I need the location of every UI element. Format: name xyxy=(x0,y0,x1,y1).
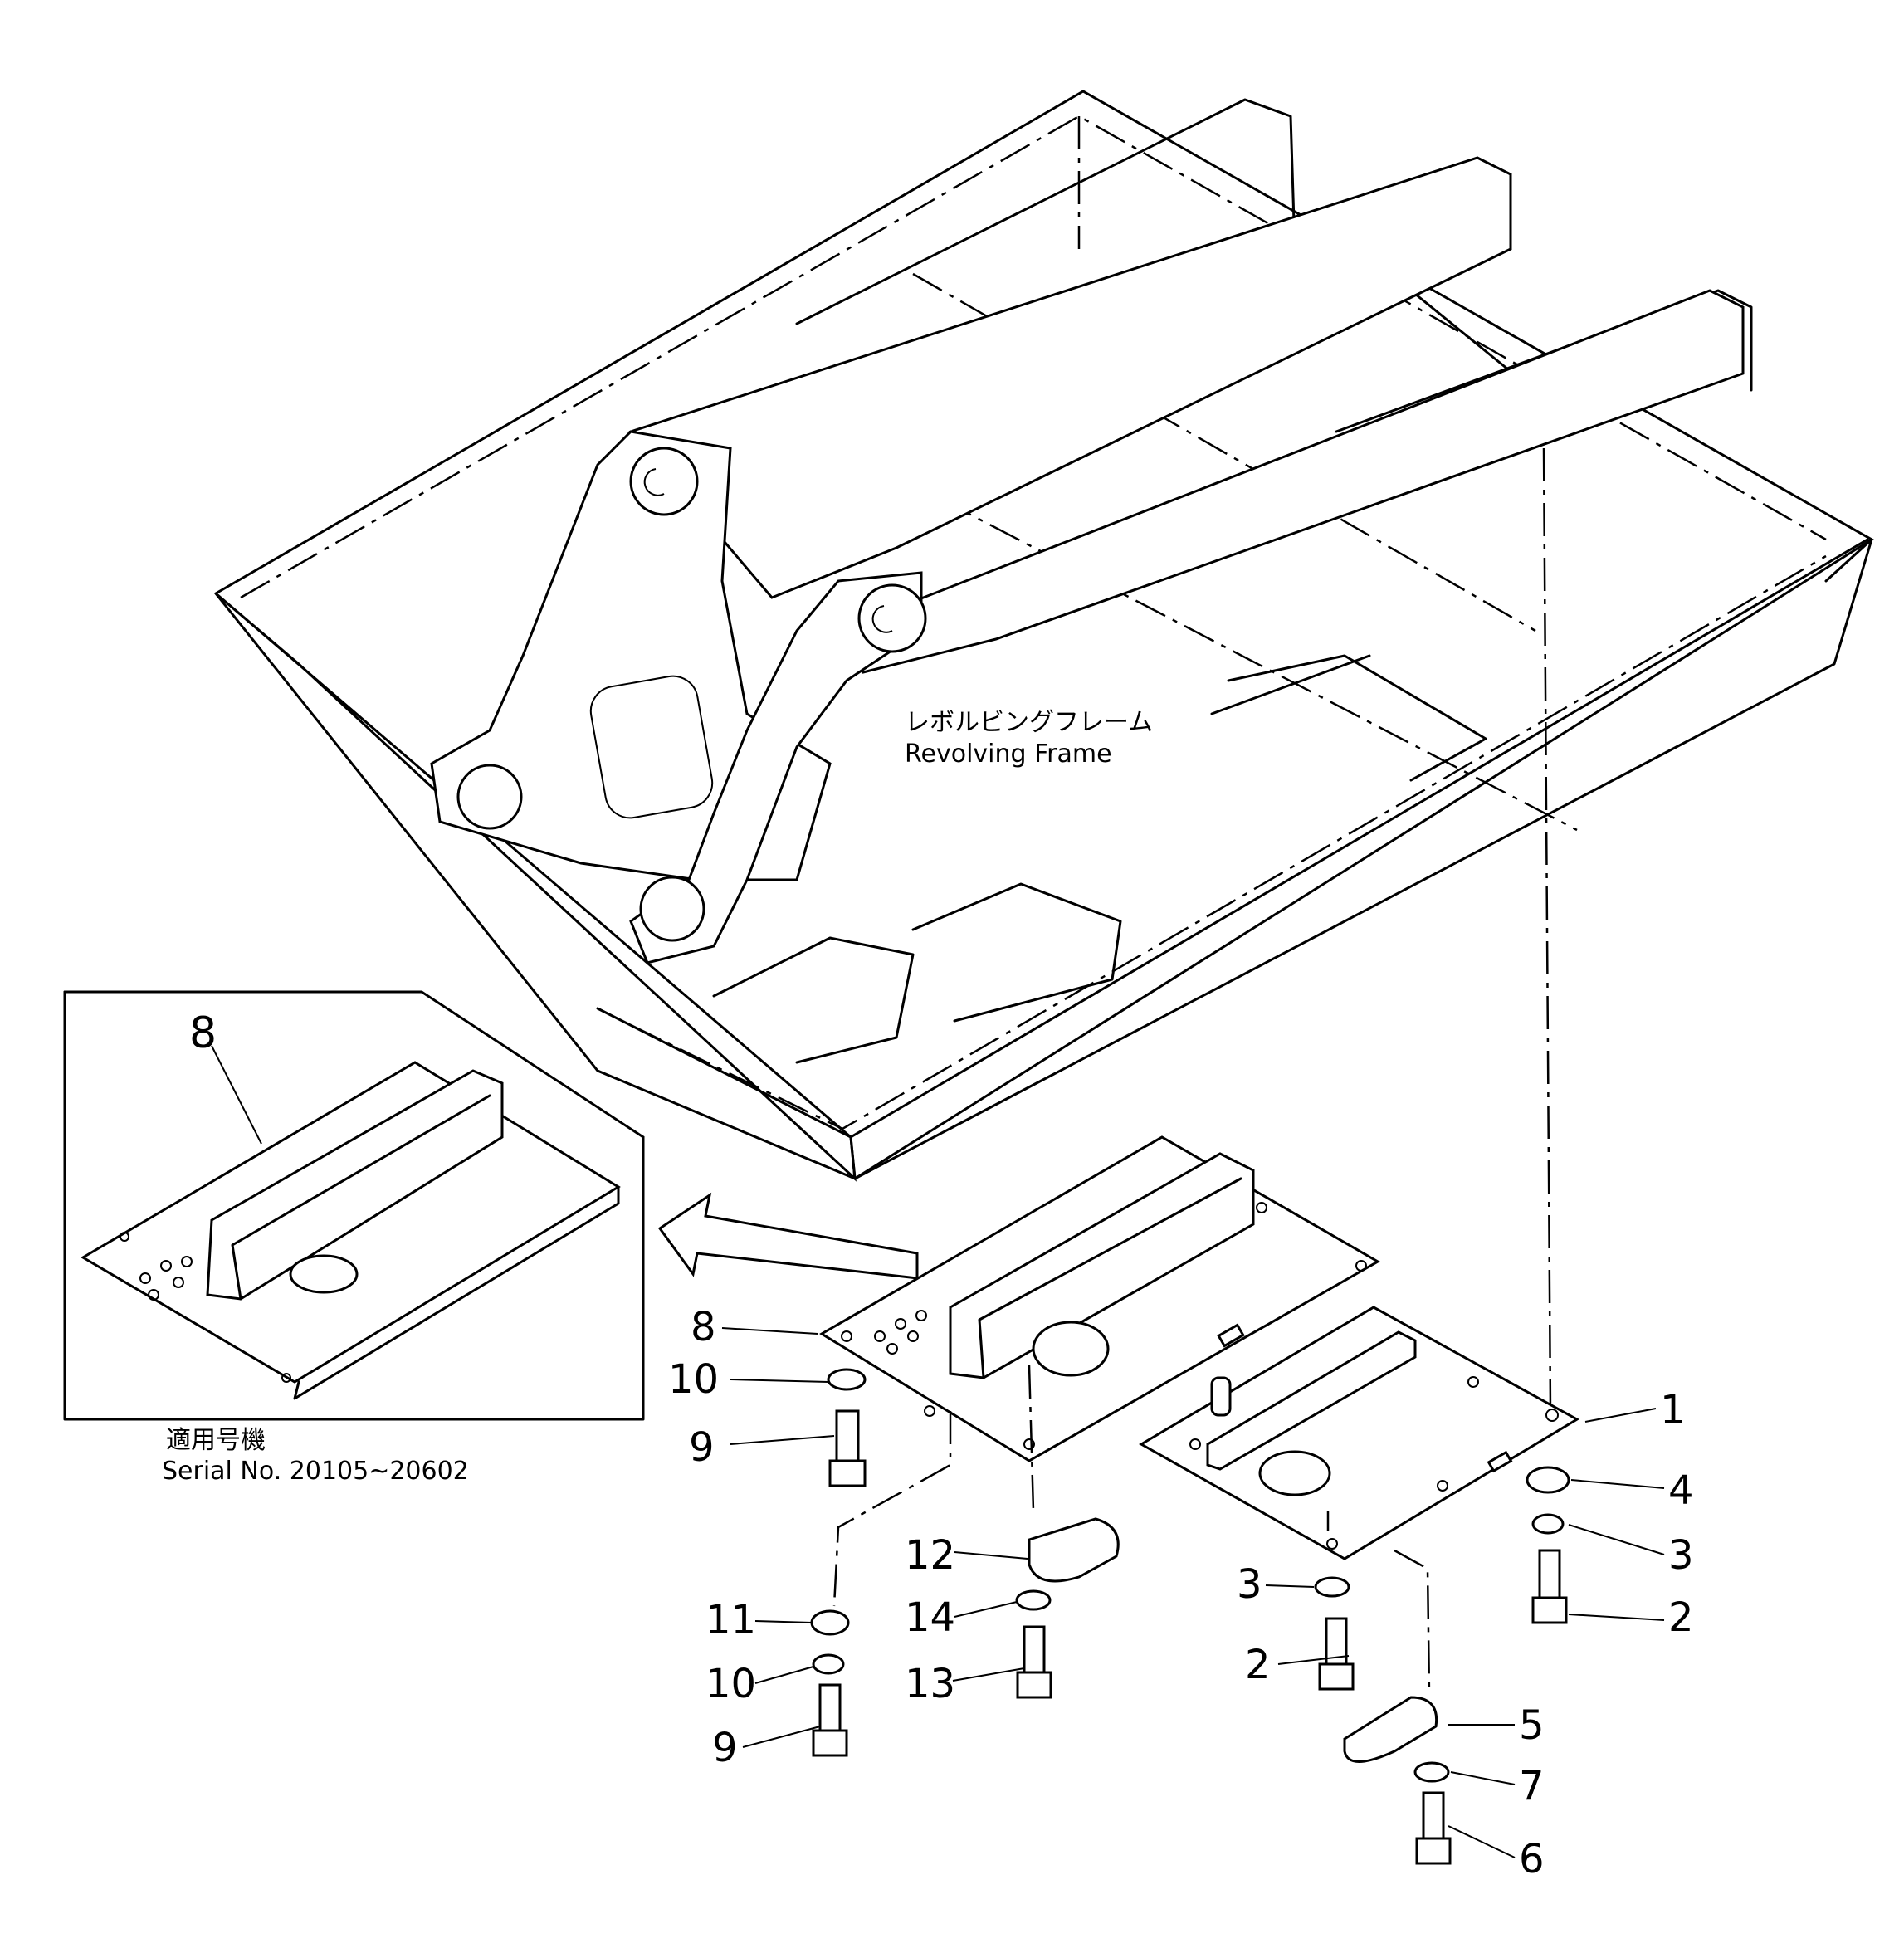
callout-numbers: 1 2 3 4 2 3 5 7 6 8 10 9 12 14 13 11 10 … xyxy=(668,1304,1694,1882)
revolving-frame xyxy=(213,90,1874,1182)
frame-label-en: Revolving Frame xyxy=(905,740,1112,769)
callout-1: 1 xyxy=(1660,1387,1686,1433)
callout-12: 12 xyxy=(905,1532,955,1579)
cover-5 xyxy=(1343,1696,1438,1763)
callout-5: 5 xyxy=(1519,1702,1545,1749)
callout-10-upper: 10 xyxy=(668,1356,719,1403)
callout-6: 6 xyxy=(1519,1836,1545,1882)
callout-10-lower: 10 xyxy=(705,1661,756,1707)
callout-8: 8 xyxy=(691,1304,716,1350)
inset-callout-8: 8 xyxy=(189,1008,217,1058)
inset-serial: Serial No. 20105~20602 xyxy=(162,1457,469,1486)
callout-11: 11 xyxy=(705,1597,756,1643)
callout-leaders xyxy=(721,1327,1665,1858)
cover-12 xyxy=(1028,1517,1120,1583)
callout-3-mid: 3 xyxy=(1237,1561,1262,1608)
callout-14: 14 xyxy=(905,1594,955,1641)
leader-frame-to-plate xyxy=(1542,447,1552,1412)
callout-3-right: 3 xyxy=(1668,1532,1694,1579)
inset-label-jp: 適用号機 xyxy=(166,1426,266,1455)
callout-4: 4 xyxy=(1668,1467,1694,1514)
arrow-to-inset xyxy=(657,1192,919,1280)
plate-8 xyxy=(819,1135,1381,1462)
hardware xyxy=(810,1365,1570,1865)
callout-9-upper: 9 xyxy=(689,1424,715,1471)
inset-panel xyxy=(63,990,645,1421)
frame-label-jp: レボルビングフレーム xyxy=(905,708,1153,737)
callout-2-mid: 2 xyxy=(1245,1642,1271,1688)
callout-13: 13 xyxy=(905,1661,955,1707)
callout-7: 7 xyxy=(1519,1763,1545,1809)
callout-9-lower: 9 xyxy=(712,1725,738,1771)
callout-2-right: 2 xyxy=(1668,1594,1694,1641)
plate-1 xyxy=(1138,1306,1580,1560)
